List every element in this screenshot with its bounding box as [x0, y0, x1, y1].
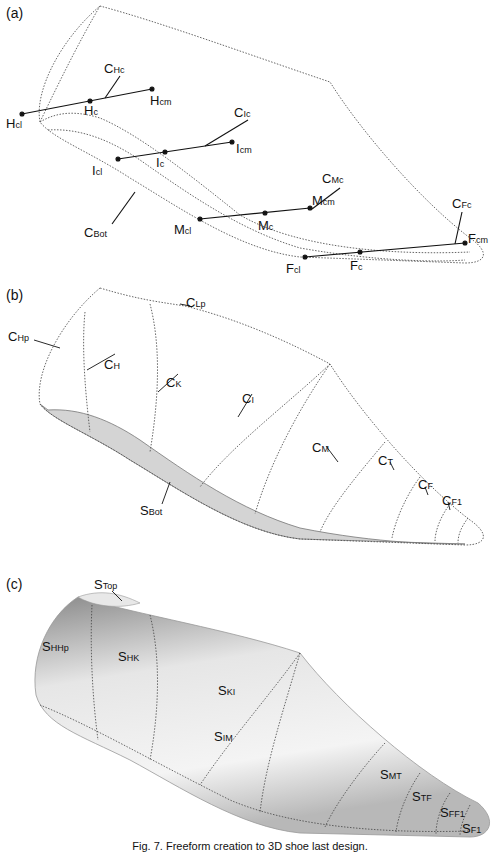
curve-label: CF1	[442, 494, 462, 507]
curve-label: CBot	[84, 226, 107, 239]
curve-label: SHK	[118, 650, 139, 663]
last-wireframe-a	[39, 6, 483, 263]
curve-label: CMc	[322, 172, 343, 185]
curve-label: Ic	[156, 156, 164, 169]
curve-label: Mcl	[174, 223, 191, 236]
section-chords-a	[20, 76, 467, 259]
curve-label: CM	[312, 441, 329, 454]
curve-label: Fcl	[286, 262, 300, 275]
last-wireframe-b	[34, 288, 483, 545]
curve-label: SF1	[462, 822, 481, 835]
curve-label: SIM	[214, 730, 233, 743]
curve-label: CF	[418, 478, 433, 491]
curve-label: CLp	[186, 296, 205, 309]
curve-label: CHp	[8, 330, 29, 343]
curve-label: Mc	[258, 219, 273, 232]
last-surface-c	[35, 591, 490, 837]
panel-label: (b)	[6, 288, 23, 302]
curve-label: CHc	[104, 62, 124, 75]
panel-label: (a)	[6, 6, 23, 20]
curve-label: Hcm	[150, 94, 171, 107]
figure-caption: Fig. 7. Freeform creation to 3D shoe las…	[0, 840, 500, 852]
curve-label: Icm	[236, 142, 252, 155]
curve-label: Hc	[84, 104, 98, 117]
curve-label: SHHp	[42, 640, 69, 653]
curve-label: Icl	[92, 164, 102, 177]
curve-label: CFc	[452, 197, 471, 210]
curve-label: Hcl	[6, 117, 22, 130]
curve-label: SBot	[140, 504, 162, 517]
curve-label: SFF1	[440, 806, 465, 819]
curve-label: STF	[412, 790, 432, 803]
curve-label: Fc	[350, 259, 362, 272]
curve-label: CK	[166, 376, 181, 389]
curve-label: STop	[94, 578, 117, 591]
curve-label: CIc	[234, 106, 250, 119]
curve-label: CH	[104, 358, 120, 371]
curve-label: CI	[242, 392, 254, 405]
panel-label: (c)	[6, 577, 22, 591]
curve-label: CT	[378, 454, 393, 467]
curve-label: SKI	[218, 684, 235, 697]
curve-label: SMT	[380, 768, 402, 781]
curve-label: Fcm	[468, 232, 488, 245]
curve-label: Mcm	[312, 194, 335, 207]
